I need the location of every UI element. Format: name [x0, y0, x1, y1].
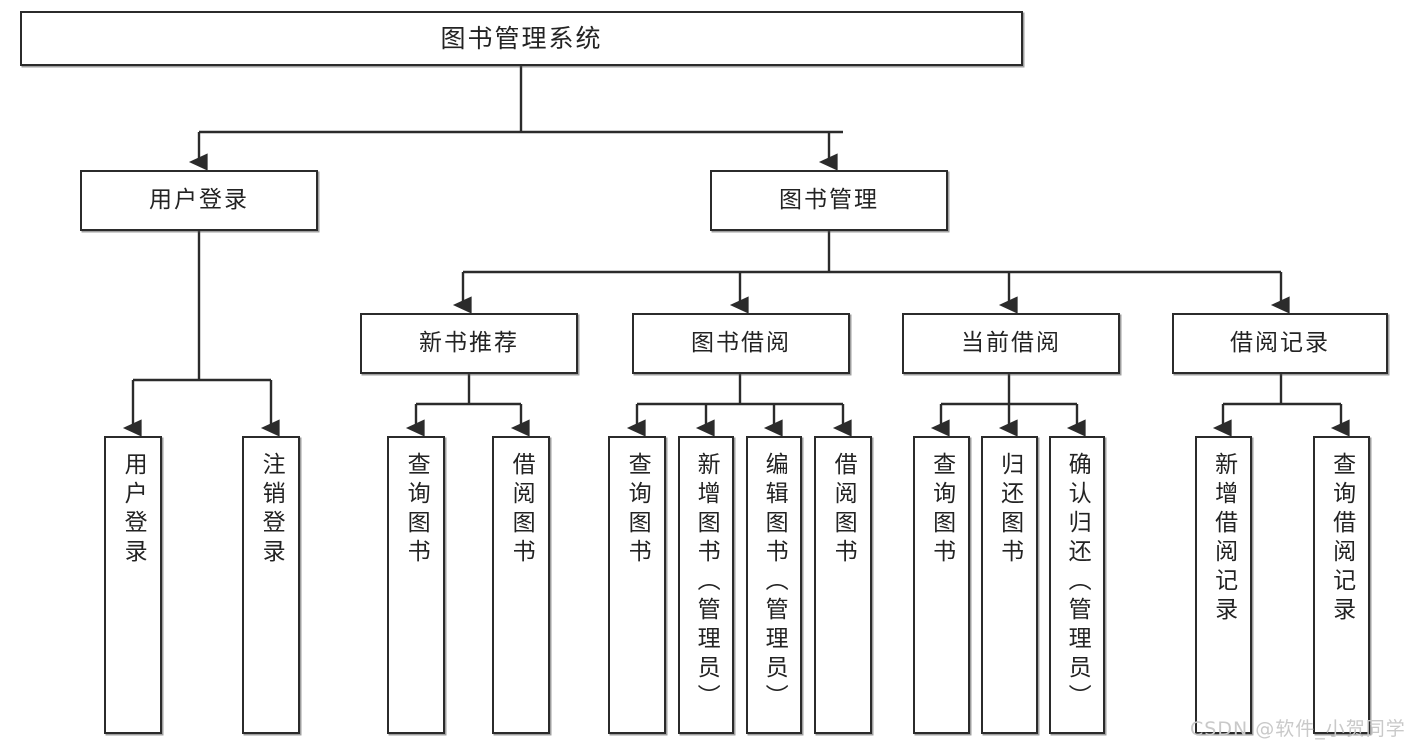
node-leaf-query-book-3[interactable]: 查询图书 — [913, 436, 970, 734]
node-book-borrow-label: 图书借阅 — [691, 329, 791, 356]
node-leaf-add-book-label: 新增图书（管理员） — [693, 452, 720, 713]
node-borrow-record-label: 借阅记录 — [1230, 329, 1330, 356]
node-new-book-recommend-label: 新书推荐 — [419, 329, 519, 356]
node-leaf-logout-label: 注销登录 — [258, 452, 285, 568]
node-leaf-return-book[interactable]: 归还图书 — [981, 436, 1038, 734]
node-leaf-add-record[interactable]: 新增借阅记录 — [1195, 436, 1252, 734]
node-leaf-user-login[interactable]: 用户登录 — [104, 436, 162, 734]
node-leaf-query-record-label: 查询借阅记录 — [1328, 452, 1355, 626]
node-leaf-query-record[interactable]: 查询借阅记录 — [1313, 436, 1370, 734]
node-leaf-query-book-2[interactable]: 查询图书 — [608, 436, 666, 734]
node-leaf-borrow-book-2[interactable]: 借阅图书 — [814, 436, 872, 734]
node-borrow-record[interactable]: 借阅记录 — [1172, 313, 1388, 374]
node-book-manage[interactable]: 图书管理 — [710, 170, 948, 231]
node-leaf-edit-book-label: 编辑图书（管理员） — [761, 452, 788, 713]
node-root-label: 图书管理系统 — [440, 23, 603, 53]
node-user-login[interactable]: 用户登录 — [80, 170, 318, 231]
node-leaf-query-book-1-label: 查询图书 — [403, 452, 430, 568]
node-leaf-edit-book[interactable]: 编辑图书（管理员） — [746, 436, 802, 734]
node-leaf-borrow-book-1-label: 借阅图书 — [508, 452, 535, 568]
node-leaf-query-book-2-label: 查询图书 — [624, 452, 651, 568]
node-leaf-borrow-book-2-label: 借阅图书 — [830, 452, 857, 568]
node-book-manage-label: 图书管理 — [779, 186, 879, 213]
node-user-login-label: 用户登录 — [149, 186, 249, 213]
node-leaf-logout[interactable]: 注销登录 — [242, 436, 300, 734]
csdn-watermark: CSDN @软件_小贺同学 — [1190, 718, 1405, 740]
node-current-borrow[interactable]: 当前借阅 — [902, 313, 1120, 374]
node-leaf-confirm-return-label: 确认归还（管理员） — [1064, 452, 1091, 713]
node-current-borrow-label: 当前借阅 — [961, 329, 1061, 356]
node-leaf-query-book-1[interactable]: 查询图书 — [387, 436, 445, 734]
node-leaf-user-login-label: 用户登录 — [120, 452, 147, 568]
node-leaf-return-book-label: 归还图书 — [996, 452, 1023, 568]
node-new-book-recommend[interactable]: 新书推荐 — [360, 313, 578, 374]
node-leaf-borrow-book-1[interactable]: 借阅图书 — [492, 436, 550, 734]
node-leaf-confirm-return[interactable]: 确认归还（管理员） — [1049, 436, 1105, 734]
node-leaf-query-book-3-label: 查询图书 — [928, 452, 955, 568]
node-root[interactable]: 图书管理系统 — [20, 11, 1023, 66]
node-book-borrow[interactable]: 图书借阅 — [632, 313, 850, 374]
node-leaf-add-record-label: 新增借阅记录 — [1210, 452, 1237, 626]
node-leaf-add-book[interactable]: 新增图书（管理员） — [678, 436, 734, 734]
